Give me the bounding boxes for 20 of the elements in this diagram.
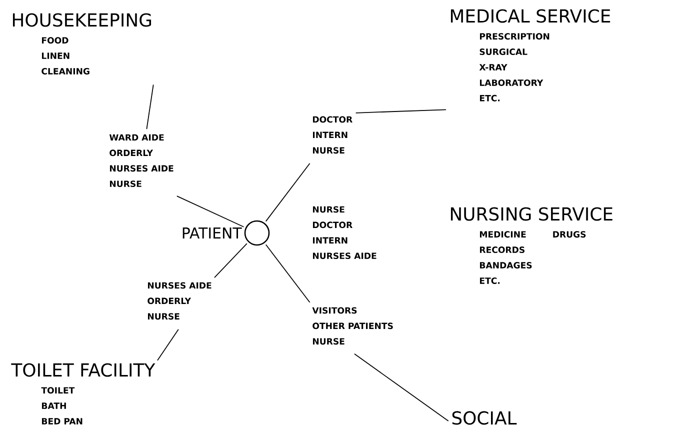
text-group: HOUSEKEEPING FOOD LINEN CLEANING <box>12 13 152 74</box>
connector-line <box>265 244 310 303</box>
connector-line <box>265 162 310 222</box>
connector-line <box>176 196 244 228</box>
connector-line <box>157 328 179 361</box>
text-group: WARD AIDE ORDERLY NURSES AIDE NURSE <box>109 134 174 188</box>
text-group: NURSES AIDE ORDERLY NURSE <box>148 282 212 320</box>
text-group: SOCIAL <box>452 411 517 425</box>
text-group: NURSE DOCTOR INTERN NURSES AIDE <box>312 206 376 260</box>
connector-line <box>354 353 449 422</box>
connector-line <box>355 109 446 114</box>
text-group: DOCTOR INTERN NURSE <box>312 116 352 154</box>
text-group: VISITORS OTHER PATIENTS NURSE <box>312 307 393 345</box>
connector-line <box>214 243 248 278</box>
text-group: TOILET FACILITY TOILET BATH BED PAN <box>11 363 156 424</box>
connector-line <box>146 84 154 130</box>
text-group: NURSING SERVICE MEDICINE DRUGS RECORDS BANDAGES ETC. <box>450 207 612 284</box>
circle-label: PATIENT <box>182 228 242 238</box>
circle-shape <box>244 220 270 246</box>
text-group: MEDICAL SERVICE PRESCRIPTION SURGICAL X-RAY LABORATORY ETC. <box>450 9 610 102</box>
